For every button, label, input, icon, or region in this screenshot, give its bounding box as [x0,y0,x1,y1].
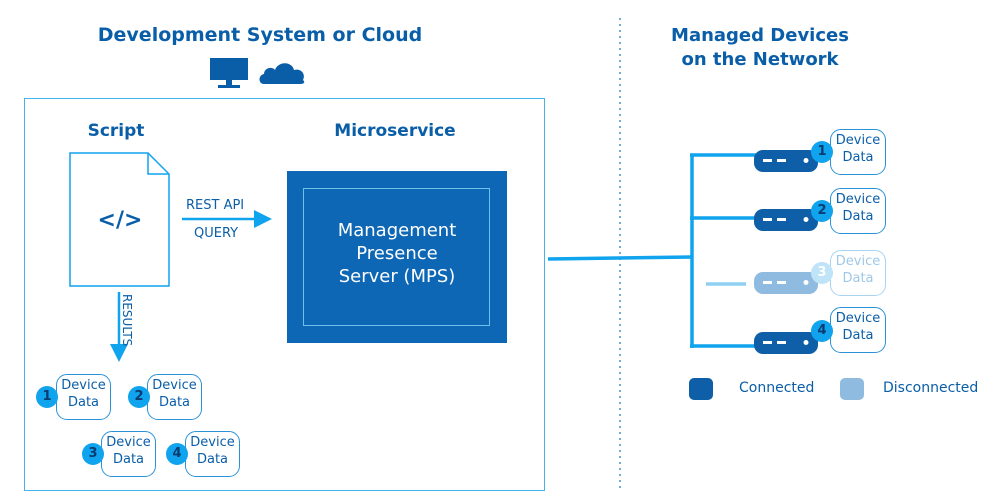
dev-system-box [24,98,545,491]
results-arrow [110,292,128,362]
rest-api-label: REST API [186,198,245,213]
file-icon [69,152,170,287]
device-badge-2: 2 [811,200,833,222]
mps-line3: Server (MPS) [338,266,456,287]
mps-label: Management Presence Server (MPS) [287,219,507,288]
device-badge-1: 1 [811,141,833,163]
legend-disconnected-label: Disconnected [883,380,979,396]
server-icon-2 [754,209,818,231]
device-badge-4: 4 [811,320,833,342]
results-label: RESULTS [120,294,134,347]
network-title-line1: Managed Devices [671,25,849,46]
server-icon-3 [754,272,818,294]
result-badge-2: 2 [128,386,150,408]
legend-disconnected-swatch [840,378,864,400]
query-arrow [182,210,272,228]
code-glyph-icon: </> [97,208,143,233]
result-badge-3: 3 [82,443,104,465]
mps-box: Management Presence Server (MPS) [287,171,507,343]
dev-section-title: Development System or Cloud [97,24,423,46]
server-icon-1 [754,150,818,172]
mps-line1: Management [337,220,457,241]
microservice-label: Microservice [334,121,456,141]
legend-connected-label: Connected [739,380,815,396]
device-badge-3: 3 [811,262,833,284]
monitor-icon [210,58,248,88]
script-label: Script [87,121,145,141]
network-section-title: Managed Devices on the Network [650,24,870,72]
result-badge-1: 1 [36,386,58,408]
server-icon-4 [754,332,818,354]
legend-connected-swatch [689,378,713,400]
mps-inner-frame [303,188,490,326]
cloud-icon [259,63,305,84]
network-title-line2: on the Network [681,49,839,70]
query-label: QUERY [194,226,239,241]
result-badge-4: 4 [166,443,188,465]
mps-line2: Presence [356,243,438,264]
